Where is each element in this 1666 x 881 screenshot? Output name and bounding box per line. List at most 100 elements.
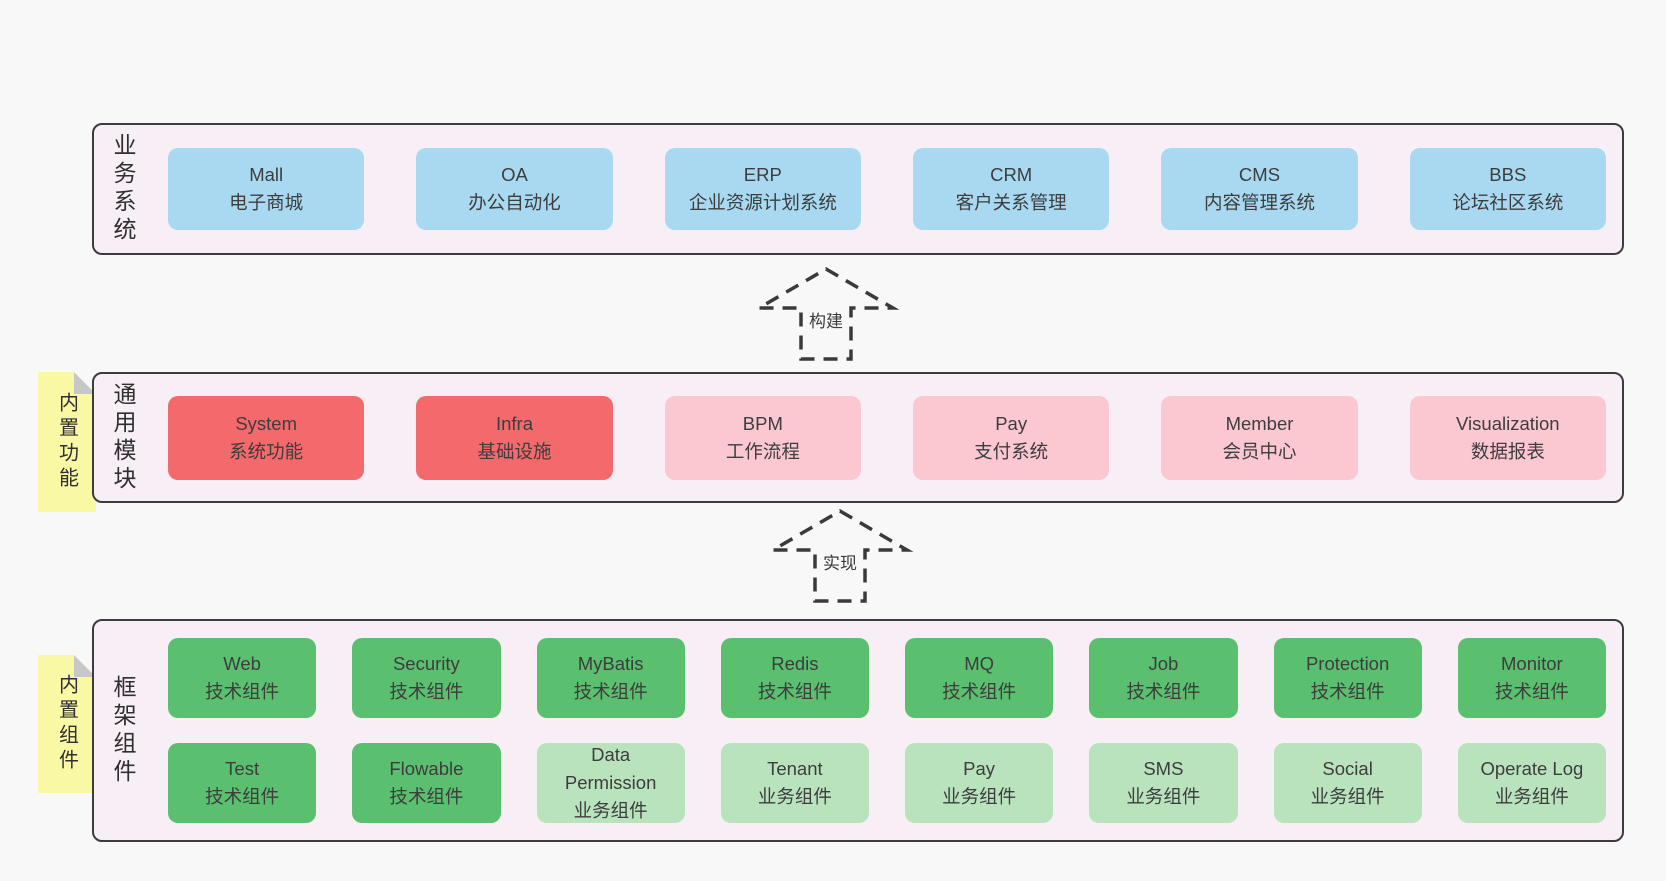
box-subtitle: 技术组件 (389, 786, 464, 807)
box-subtitle: 技术组件 (1310, 681, 1385, 702)
box-grid-modules: System 系统功能 Infra 基础设施 BPM 工作流程 Pay 支付系统… (152, 374, 1622, 501)
box-subtitle: 办公自动化 (468, 192, 561, 213)
arrow-build: 构建 (752, 266, 900, 362)
box-subtitle: 业务组件 (1126, 786, 1201, 807)
box-bbs: BBS 论坛社区系统 (1409, 148, 1606, 230)
box-title: Mall (249, 164, 284, 186)
box-infra: Infra 基础设施 (416, 395, 613, 480)
panel-common-modules: 通用模块 System 系统功能 Infra 基础设施 BPM 工作流程 Pay… (92, 372, 1624, 503)
box-title: SMS (1143, 758, 1184, 780)
box-job: Job 技术组件 (1089, 638, 1238, 718)
box-subtitle: 技术组件 (942, 681, 1017, 702)
box-subtitle: 业务组件 (1310, 786, 1385, 807)
box-cms: CMS 内容管理系统 (1161, 148, 1358, 230)
box-subtitle: 企业资源计划系统 (688, 192, 837, 213)
box-title: Web (223, 653, 261, 675)
box-bpm: BPM 工作流程 (664, 395, 861, 480)
box-protection: Protection 技术组件 (1273, 638, 1422, 718)
box-mq: MQ 技术组件 (905, 638, 1054, 718)
box-visualization: Visualization 数据报表 (1409, 395, 1606, 480)
box-flowable: Flowable 技术组件 (352, 743, 501, 823)
box-title: MyBatis (577, 653, 644, 675)
box-subtitle: 业务组件 (942, 786, 1017, 807)
box-test: Test 技术组件 (168, 743, 317, 823)
panel-business-systems: 业务系统 Mall 电子商城 OA 办公自动化 ERP 企业资源计划系统 CRM… (92, 123, 1624, 255)
box-title: Monitor (1501, 653, 1563, 675)
box-subtitle: 工作流程 (725, 440, 800, 462)
box-operate-log: Operate Log 业务组件 (1457, 743, 1606, 823)
box-title: Pay (963, 758, 996, 780)
box-subtitle: 论坛社区系统 (1452, 192, 1564, 213)
box-subtitle: 电子商城 (229, 192, 304, 213)
box-erp: ERP 企业资源计划系统 (664, 148, 861, 230)
box-title: MQ (964, 653, 995, 675)
box-subtitle: 技术组件 (1494, 681, 1569, 702)
box-crm: CRM 客户关系管理 (912, 148, 1110, 230)
box-title: Visualization (1456, 412, 1560, 434)
box-title: BPM (742, 412, 783, 434)
box-title: Infra (495, 412, 533, 434)
box-subtitle: 内容管理系统 (1203, 192, 1315, 213)
box-data-permission: Data Permission 业务组件 (536, 743, 685, 823)
box-title: CRM (990, 164, 1033, 186)
panel-framework-components: 框架组件 Web 技术组件 Security 技术组件 MyBatis 技术组件… (92, 619, 1624, 842)
box-title: Security (392, 653, 460, 675)
box-title: OA (501, 164, 528, 186)
sticky-note-text: 内置组件 (55, 674, 78, 774)
box-subtitle: 业务组件 (573, 799, 648, 821)
box-subtitle: 技术组件 (205, 786, 280, 807)
box-security: Security 技术组件 (352, 638, 501, 718)
box-subtitle: 会员中心 (1222, 440, 1297, 462)
arrow-label: 构建 (805, 306, 847, 333)
panel-label-framework-components: 框架组件 (110, 674, 136, 787)
box-mall: Mall 电子商城 (168, 148, 365, 230)
box-title: Flowable (389, 758, 464, 780)
box-pay-system: Pay 支付系统 (912, 395, 1110, 480)
box-subtitle: 数据报表 (1470, 440, 1545, 462)
box-title: Redis (771, 653, 819, 675)
box-member: Member 会员中心 (1161, 395, 1358, 480)
box-system: System 系统功能 (168, 395, 365, 480)
box-title: Operate Log (1480, 758, 1584, 780)
box-redis: Redis 技术组件 (720, 638, 869, 718)
panel-label-business-systems: 业务系统 (110, 133, 136, 245)
box-title: BBS (1489, 164, 1527, 186)
block-arrow-up-icon (752, 266, 900, 361)
box-monitor: Monitor 技术组件 (1457, 638, 1606, 718)
box-subtitle: 技术组件 (573, 681, 648, 702)
box-subtitle: 技术组件 (389, 681, 464, 702)
panel-label-common-modules: 通用模块 (110, 381, 136, 494)
box-title: CMS (1238, 164, 1281, 186)
box-sms: SMS 业务组件 (1089, 743, 1238, 823)
sticky-note-builtin-features: 内置功能 (38, 372, 96, 512)
arrow-implement: 实现 (766, 508, 914, 604)
box-subtitle: 业务组件 (1494, 786, 1569, 807)
box-social: Social 业务组件 (1273, 743, 1422, 823)
box-title: Tenant (767, 758, 823, 780)
box-pay-component: Pay 业务组件 (905, 743, 1054, 823)
sticky-note-text: 内置功能 (55, 392, 78, 492)
box-web: Web 技术组件 (168, 638, 317, 718)
box-grid-components: Web 技术组件 Security 技术组件 MyBatis 技术组件 Redi… (152, 621, 1622, 840)
box-subtitle: 客户关系管理 (955, 192, 1067, 213)
box-title: Protection (1305, 653, 1390, 675)
box-title: Pay (995, 412, 1028, 434)
box-tenant: Tenant 业务组件 (720, 743, 869, 823)
box-subtitle: 技术组件 (1126, 681, 1201, 702)
box-subtitle: 业务组件 (757, 786, 832, 807)
box-title: System (235, 412, 297, 434)
arrow-label: 实现 (819, 548, 861, 575)
sticky-note-builtin-components: 内置组件 (38, 655, 96, 793)
box-subtitle: 系统功能 (229, 440, 304, 462)
box-mybatis: MyBatis 技术组件 (536, 638, 685, 718)
box-title: ERP (743, 164, 782, 186)
box-title: Social (1322, 758, 1373, 780)
box-title: Member (1225, 412, 1294, 434)
box-title: Job (1148, 653, 1179, 675)
box-subtitle: 技术组件 (757, 681, 832, 702)
box-subtitle: 技术组件 (205, 681, 280, 702)
box-title: Test (225, 758, 260, 780)
box-title: Data Permission (564, 744, 657, 794)
box-grid-business: Mall 电子商城 OA 办公自动化 ERP 企业资源计划系统 CRM 客户关系… (152, 125, 1622, 253)
